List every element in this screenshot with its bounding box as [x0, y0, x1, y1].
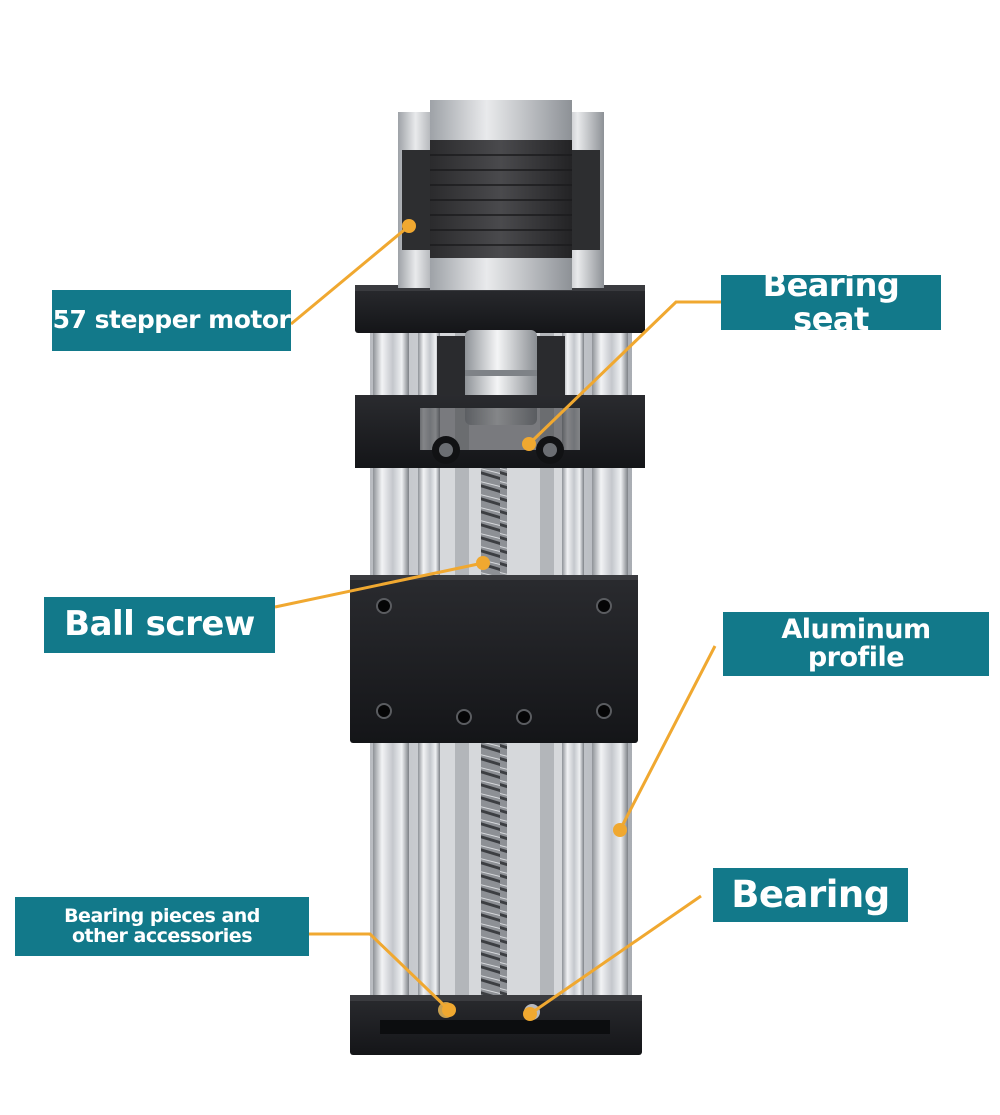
label-bearing-pieces: Bearing pieces and other accessories: [15, 897, 309, 956]
label-bearing-seat-text: Bearing seat: [762, 265, 900, 338]
leader-aluminum: [618, 645, 717, 831]
label-bearing-text: Bearing: [731, 872, 890, 916]
stepper-motor: [398, 100, 604, 290]
slider-carriage: [350, 575, 638, 743]
dot-bearing: [523, 1007, 537, 1021]
label-aluminum-line2: profile: [807, 642, 905, 673]
bottom-plate: [350, 995, 642, 1055]
label-bearing: Bearing: [713, 868, 908, 922]
label-ball-screw: Ball screw: [44, 597, 275, 653]
label-pieces-line1: Bearing pieces and: [64, 904, 260, 927]
top-plate: [355, 285, 645, 333]
leader-motor: [290, 224, 410, 326]
leader-bearing-seat: [527, 300, 721, 446]
leader-lines: [274, 224, 721, 1016]
leader-pieces: [309, 932, 451, 1012]
leader-dots: [402, 219, 627, 1021]
label-pieces-line2: other accessories: [71, 924, 253, 947]
label-stepper-motor-text: 57 stepper motor: [52, 305, 291, 335]
label-aluminum-profile: Aluminum profile: [723, 612, 989, 676]
label-stepper-motor: 57 stepper motor: [52, 290, 291, 351]
leader-bearing: [529, 894, 702, 1016]
bearing-seat-block: [355, 395, 645, 468]
dot-aluminum: [613, 823, 627, 837]
dot-bearing-seat: [522, 437, 536, 451]
dot-motor: [402, 219, 416, 233]
label-aluminum-line1: Aluminum: [781, 613, 931, 645]
dot-pieces: [442, 1003, 456, 1017]
leader-ball-screw: [274, 561, 484, 609]
label-ball-screw-text: Ball screw: [64, 604, 255, 645]
label-bearing-seat: Bearing seat: [721, 268, 941, 335]
dot-ball-screw: [476, 556, 490, 570]
